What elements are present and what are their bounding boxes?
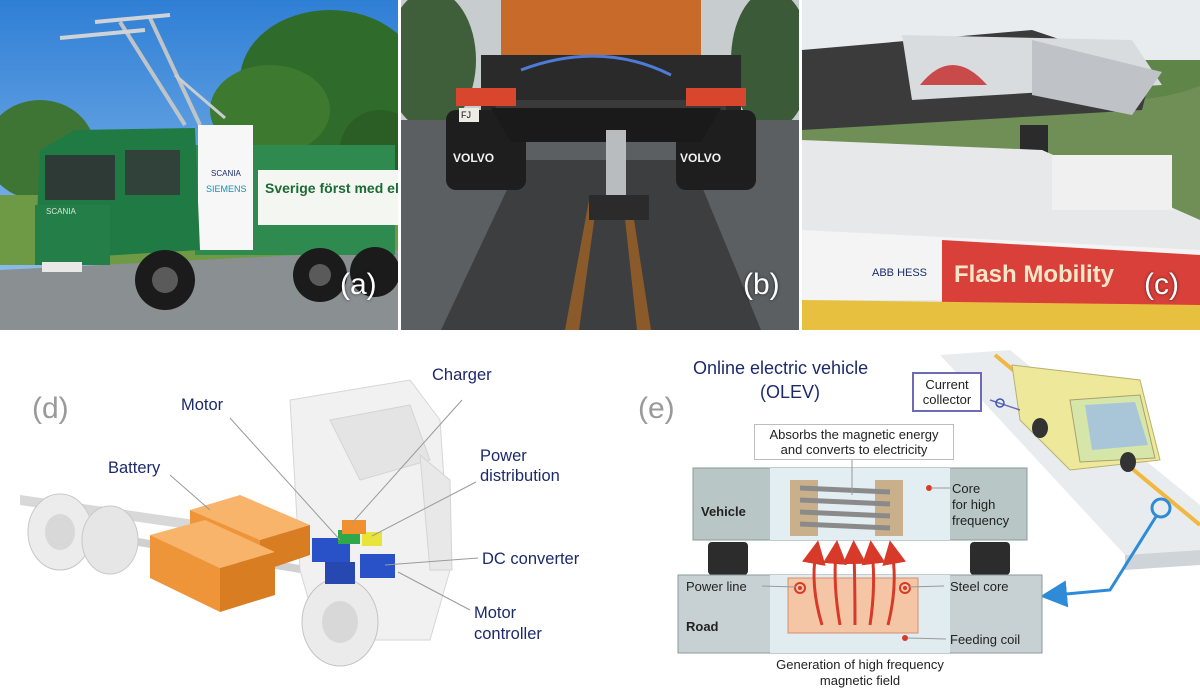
panel-d-tag: (d) — [32, 392, 69, 425]
steel-core-label: Steel core — [950, 579, 1009, 594]
flash-charging-bus-photo: ABB HESS Flash Mobility — [802, 0, 1200, 330]
generation-label-2: magnetic field — [819, 673, 901, 688]
brand-right: VOLVO — [680, 151, 721, 165]
vehicle-label: Vehicle — [701, 504, 746, 519]
electric-truck-cutaway — [20, 379, 479, 667]
conductive-road-truck-photo: FJ VOLVO VOLVO — [401, 0, 799, 330]
core-label-3: frequency — [952, 513, 1010, 528]
panel-b-photo: FJ VOLVO VOLVO (b) — [401, 0, 799, 330]
absorbs-callout-box: Absorbs the magnetic energy and converts… — [754, 424, 954, 460]
bus-sponsors: ABB HESS — [872, 267, 927, 279]
olev-title-1: Online electric vehicle — [693, 358, 869, 378]
plate-text: FJ — [461, 110, 471, 120]
label-power-distribution-2: distribution — [480, 467, 560, 485]
feeding-coil-label: Feeding coil — [950, 632, 1021, 647]
sign-brand-1: SCANIA — [211, 169, 241, 178]
label-charger: Charger — [432, 366, 492, 384]
panel-d-diagram: (d) Charger Motor Battery Power distribu… — [0, 340, 600, 690]
road-label: Road — [686, 619, 719, 634]
power-line-label: Power line — [686, 579, 747, 594]
current-collector-box: Current collector — [912, 372, 982, 412]
core-label-1: Core — [952, 481, 981, 496]
banner-text: Sverige först med elväg — [265, 180, 398, 196]
label-power-distribution-1: Power — [480, 447, 527, 465]
electric-highway-truck-photo: SCANIA SCANIA SIEMENS Sverige först med … — [0, 0, 398, 330]
core-label-2: for high — [952, 497, 996, 512]
brand-left: VOLVO — [453, 151, 494, 165]
panel-a-photo: SCANIA SCANIA SIEMENS Sverige först med … — [0, 0, 398, 330]
panel-e-diagram: (e) Online electric vehicle (OLEV) Curre… — [600, 340, 1200, 690]
label-motor-controller-2: controller — [474, 625, 542, 643]
panel-e-tag: (e) — [638, 392, 675, 425]
olev-diagram — [677, 350, 1200, 654]
panel-c-photo: ABB HESS Flash Mobility (c) — [802, 0, 1200, 330]
panel-a-tag: (a) — [340, 268, 377, 301]
panel-c-tag: (c) — [1144, 268, 1179, 301]
current-collector-text-2: collector — [922, 392, 972, 407]
olev-title-2: (OLEV) — [760, 382, 821, 402]
generation-label-1: Generation of high frequency — [776, 657, 944, 672]
truck-brand-text: SCANIA — [46, 207, 76, 216]
label-dc-converter: DC converter — [482, 550, 580, 568]
sign-brand-2: SIEMENS — [206, 184, 247, 194]
label-motor-controller-1: Motor — [474, 604, 517, 622]
absorbs-text-1: Absorbs the magnetic energy — [769, 427, 939, 442]
label-motor: Motor — [181, 396, 224, 414]
label-battery: Battery — [108, 459, 161, 477]
current-collector-text-1: Current — [925, 377, 969, 392]
bus-slogan: Flash Mobility — [954, 261, 1115, 288]
panel-b-tag: (b) — [743, 268, 780, 301]
absorbs-text-2: and converts to electricity — [780, 442, 928, 457]
